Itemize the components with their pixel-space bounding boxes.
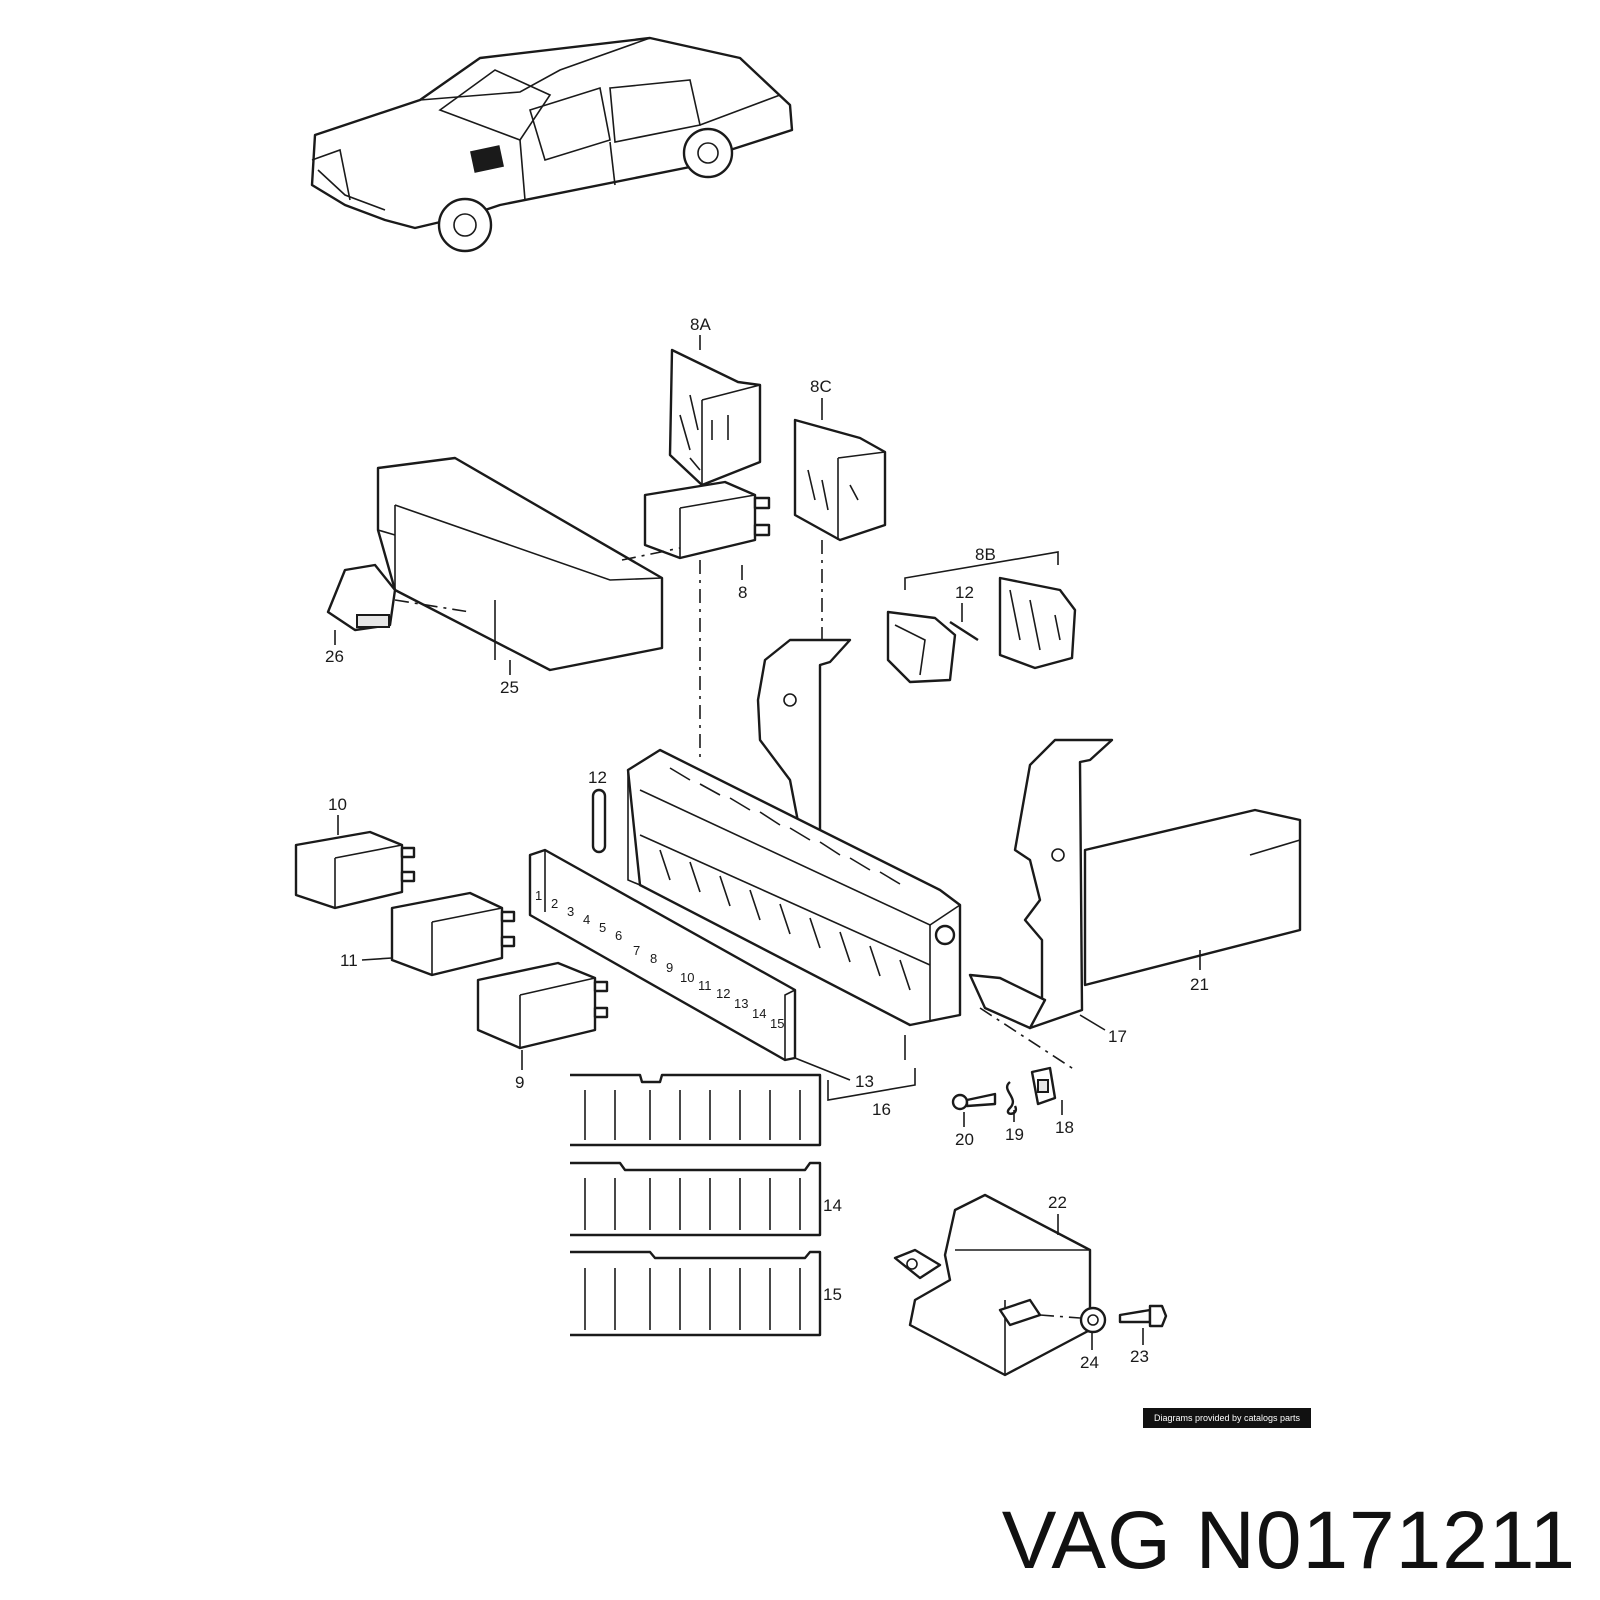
part-25-cover [376,456,664,672]
callout-12-lower: 12 [588,768,607,787]
fuse-number-14: 14 [752,1006,766,1021]
part-18-clip [1030,1066,1057,1106]
part-number-caption: VAG N0171211 [1001,1495,1576,1586]
callout-8A: 8A [690,315,711,334]
fuse-number-1: 1 [535,888,542,903]
part-13-fuse-cover [570,1073,822,1147]
fuse-number-5: 5 [599,920,606,935]
callout-15: 15 [823,1285,842,1304]
fuse-number-3: 3 [567,904,574,919]
part-19-washer [1005,1081,1018,1115]
fuse-number-11: 11 [698,978,712,993]
fuse-number-12: 12 [716,986,730,1001]
part-23-bolt [1118,1304,1168,1328]
fuse-number-10: 10 [680,970,694,985]
part-12-fuse [591,788,607,854]
fuse-number-7: 7 [633,943,640,958]
fuse-number-6: 6 [615,928,622,943]
callout-18: 18 [1055,1118,1074,1137]
part-9-relay [476,961,609,1050]
callout-8B: 8B [975,545,996,564]
fuse-number-8: 8 [650,951,657,966]
part-11-relay [390,891,516,977]
callout-14: 14 [823,1196,842,1215]
fuse-number-2: 2 [551,896,558,911]
part-24-washer [1079,1306,1107,1334]
part-22-control-unit [893,1193,1092,1377]
part-21-plate [1083,808,1302,987]
part-8C-relay-base [793,418,887,542]
callout-26: 26 [325,647,344,666]
part-15-fuse-cover [570,1250,822,1337]
car-illustration [310,36,794,253]
callout-21: 21 [1190,975,1209,994]
callout-23: 23 [1130,1347,1149,1366]
callout-19: 19 [1005,1125,1024,1144]
callout-17: 17 [1108,1027,1127,1046]
part-8B-assembly [886,551,1077,684]
part-8A-relay-base [668,348,762,487]
diagram-credit-badge: Diagrams provided by catalogs parts [1143,1408,1311,1428]
callout-13: 13 [855,1072,874,1091]
callout-10: 10 [328,795,347,814]
fuse-number-13: 13 [734,996,748,1011]
callout-16: 16 [872,1100,891,1119]
callout-8: 8 [738,583,747,602]
callout-11: 11 [340,951,358,970]
fuse-box-location-marker [470,145,504,173]
part-10-relay [294,830,416,910]
dimension-bracket-16 [827,1068,916,1101]
fuse-number-9: 9 [666,960,673,975]
part-14-fuse-cover [570,1161,822,1237]
callout-12-upper: 12 [955,583,974,602]
part-17-bracket [968,738,1114,1030]
part-16-fuse-box [626,748,962,1027]
bracket-upper [756,638,852,834]
fuse-number-15: 15 [770,1016,784,1031]
part-26-clip [326,563,397,632]
callout-25: 25 [500,678,519,697]
callout-24: 24 [1080,1353,1099,1372]
callout-9: 9 [515,1073,524,1092]
fuse-number-4: 4 [583,912,590,927]
callout-8C: 8C [810,377,832,396]
part-8-relay [643,480,771,560]
part-20-screw [951,1092,997,1111]
callout-22: 22 [1048,1193,1067,1212]
callout-20: 20 [955,1130,974,1149]
